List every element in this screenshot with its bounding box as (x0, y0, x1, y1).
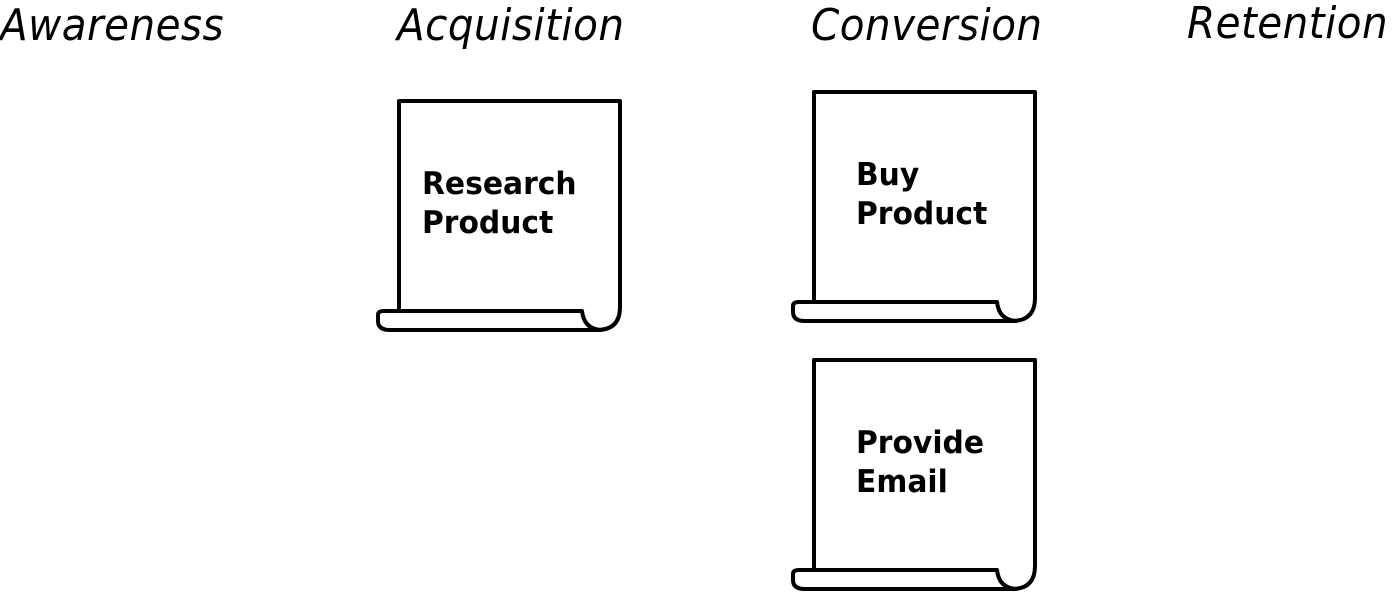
column-title-acquisition: Acquisition (397, 0, 625, 51)
sticky-note-research-product: Research Product (376, 99, 622, 333)
note-label: Research Product (422, 165, 577, 243)
sticky-note-provide-email: Provide Email (791, 358, 1037, 592)
note-label-line: Product (856, 196, 988, 232)
sticky-note-buy-product: Buy Product (791, 90, 1037, 324)
column-title-awareness: Awareness (0, 0, 225, 51)
note-label-line: Buy (856, 157, 920, 193)
note-label-line: Provide (856, 425, 985, 461)
sticky-note-icon (376, 99, 622, 332)
sticky-note-icon (791, 358, 1037, 591)
note-label-line: Email (856, 464, 948, 500)
note-label: Buy Product (856, 156, 987, 234)
note-label-line: Research (422, 166, 577, 202)
note-label-line: Product (422, 205, 554, 241)
note-label: Provide Email (856, 424, 984, 502)
column-title-conversion: Conversion (811, 0, 1043, 51)
sticky-note-icon (791, 90, 1037, 323)
column-title-retention: Retention (1187, 0, 1389, 49)
